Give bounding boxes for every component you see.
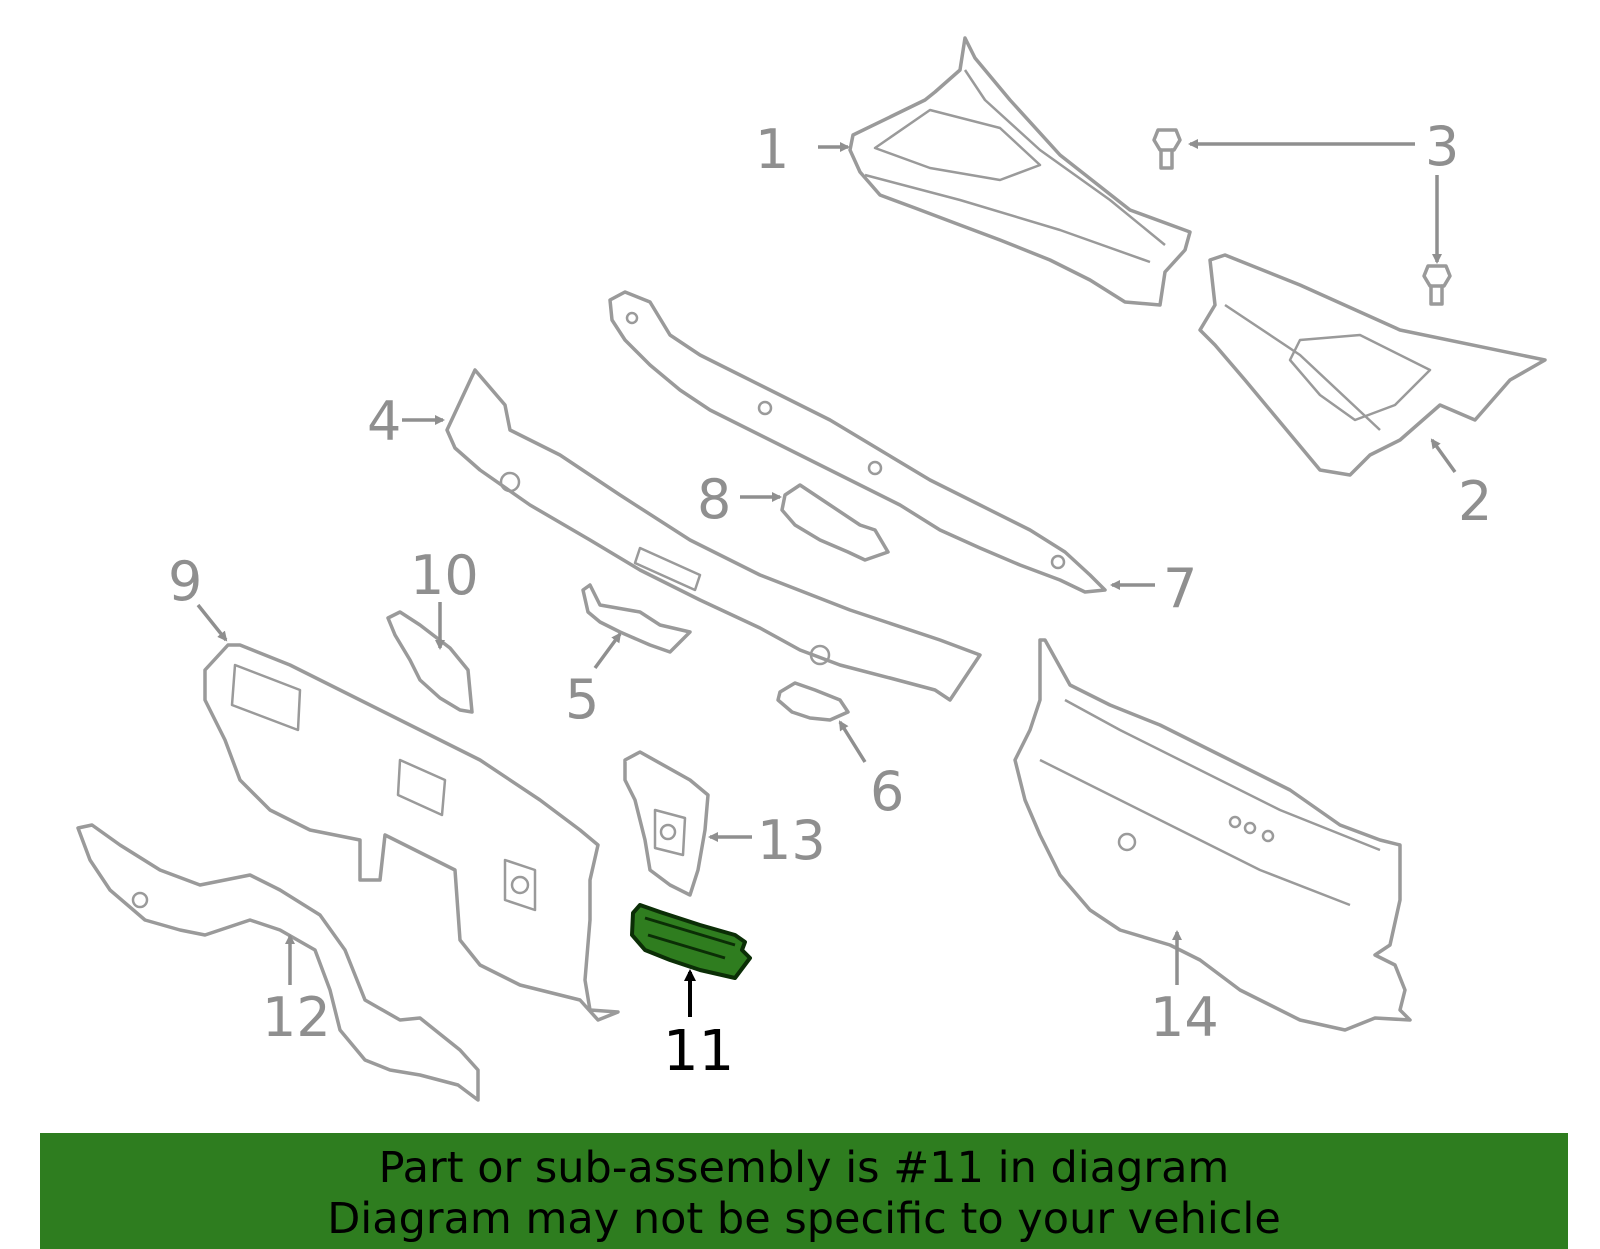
- part-3-bolt-lower[interactable]: [1422, 264, 1452, 306]
- callout-14: 14: [1150, 986, 1219, 1049]
- part-3-bolt-upper[interactable]: [1152, 128, 1182, 170]
- part-12-lower-rail[interactable]: [76, 823, 480, 1102]
- part-14-dash-assembly[interactable]: [1013, 638, 1412, 1032]
- part-4-cross-member[interactable]: [445, 368, 982, 702]
- callout-10: 10: [410, 544, 479, 607]
- callout-6: 6: [870, 760, 904, 823]
- banner-line-1: Part or sub-assembly is #11 in diagram: [378, 1143, 1230, 1193]
- callout-6-leader: [838, 720, 867, 763]
- part-7-reinforcement[interactable]: [608, 290, 1107, 594]
- callout-5: 5: [565, 668, 599, 731]
- callout-5-leader: [593, 632, 622, 670]
- callout-2: 2: [1458, 470, 1492, 533]
- callout-9: 9: [168, 550, 202, 613]
- part-2-cowl-panel[interactable]: [1198, 253, 1547, 477]
- part-5-bracket[interactable]: [581, 583, 692, 654]
- callout-2-leader: [1430, 438, 1457, 474]
- callout-13: 13: [757, 809, 826, 872]
- part-6-bracket[interactable]: [776, 681, 850, 722]
- part-8-bracket[interactable]: [780, 483, 890, 562]
- part-9-dash-panel[interactable]: [203, 643, 620, 1022]
- part-11-highlighted[interactable]: [630, 903, 752, 980]
- callout-7: 7: [1163, 557, 1197, 620]
- info-banner: Part or sub-assembly is #11 in diagram D…: [40, 1133, 1568, 1249]
- callout-9-leader: [196, 603, 228, 642]
- callout-1: 1: [755, 118, 789, 181]
- callout-8: 8: [697, 468, 731, 531]
- part-13-bracket[interactable]: [623, 750, 710, 897]
- part-1-cowl-panel[interactable]: [848, 36, 1192, 307]
- parts-diagram: 1 3 2 4 8 7 9 10 5 6 13 12 14 11: [76, 36, 1547, 1102]
- callout-12: 12: [262, 986, 331, 1049]
- banner-line-2: Diagram may not be specific to your vehi…: [327, 1194, 1281, 1244]
- callout-3: 3: [1425, 115, 1459, 178]
- callout-11: 11: [663, 1019, 734, 1084]
- part-10-bracket[interactable]: [386, 610, 474, 714]
- callout-4: 4: [367, 390, 401, 453]
